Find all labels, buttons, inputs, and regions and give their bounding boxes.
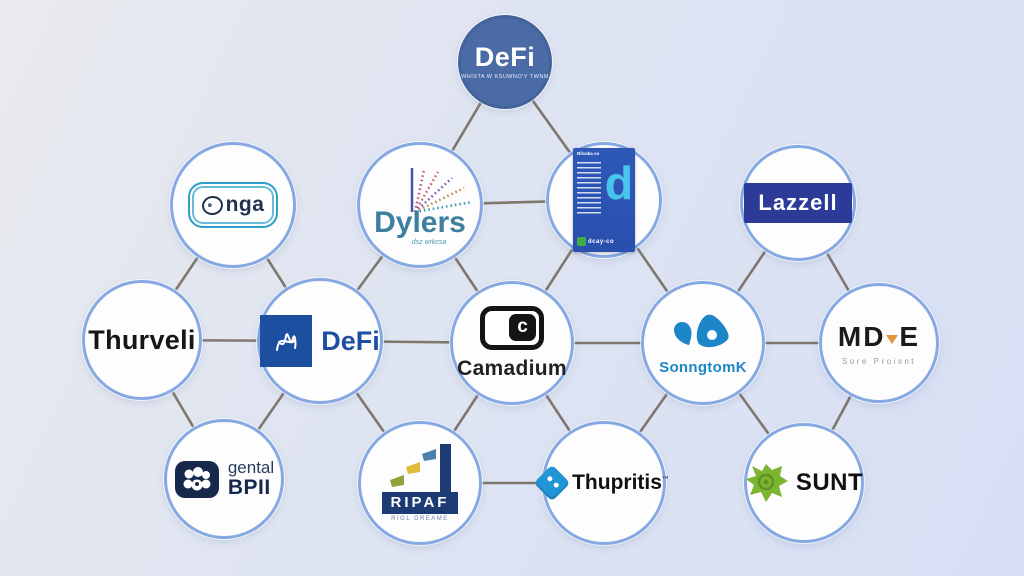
poster-d-letter: d: [604, 157, 633, 209]
defi-logo: DeFi: [260, 315, 380, 367]
node-sunt: SUNT: [744, 423, 864, 543]
poster-footer-text: dcay-co: [588, 238, 615, 245]
trademark-symbol: ™: [661, 476, 669, 483]
sunt-wordmark: SUNT: [795, 469, 864, 496]
thupritis-logo: Thupritis™: [533, 464, 669, 502]
node-thurveli: Thurveli: [82, 280, 202, 400]
node-sonngtomk: SonngtomK: [641, 281, 765, 405]
node-gental-bpii: gental BPII: [164, 419, 284, 539]
green-badge-icon: [577, 237, 586, 246]
onga-wordmark: nga: [225, 193, 265, 216]
thupritis-wordmark: Thupritis™: [572, 471, 669, 494]
ripaf-band: RIPAF: [381, 492, 459, 514]
ripaf-logo: RIPAF RIGL DREAME: [381, 444, 459, 522]
mde-right: E: [899, 320, 921, 352]
ripaf-tagline: RIGL DREAME: [391, 516, 449, 522]
blue-poster-logo: Bilvaka co d dcay-co: [573, 148, 635, 252]
ripaf-steps-icon: [389, 444, 451, 492]
green-splat-icon: [745, 464, 788, 502]
camadium-logo-mark: c: [480, 305, 544, 350]
bpii-logo: gental BPII: [174, 458, 274, 500]
poster-text-lines: [577, 162, 601, 216]
mde-wordmark: MD E: [838, 321, 920, 353]
onga-logo: nga: [187, 182, 279, 228]
defi-square-mark: [260, 315, 313, 367]
hub-tagline: WHISTA W KSUWNO'Y TWNM: [461, 74, 549, 80]
hub-title: DeFi: [474, 42, 536, 72]
scribble-icon: [276, 333, 297, 351]
ripaf-wordmark: RIPAF: [390, 494, 450, 511]
sonngtomk-wordmark: SonngtomK: [659, 358, 747, 376]
node-camadium: c Camadium: [450, 281, 574, 405]
thurveli-wordmark: Thurveli: [88, 324, 196, 355]
lazzell-wordmark: Lazzell: [758, 190, 838, 215]
poster-header-text: Bilvaka co: [577, 151, 600, 156]
node-onga: nga: [170, 142, 296, 268]
lazzell-logo: Lazzell: [744, 183, 852, 223]
node-thupritis: Thupritis™: [533, 421, 669, 545]
camadium-wordmark: Camadium: [457, 356, 567, 380]
dylers-logo: Dylers dsz wrkcsa: [364, 164, 476, 246]
blue-diamond-icon: [533, 464, 571, 502]
node-defi: DeFi: [257, 278, 383, 404]
bpii-wordmark: gental BPII: [228, 459, 274, 499]
node-ripaf: RIPAF RIGL DREAME: [358, 421, 482, 545]
orange-triangle-icon: [886, 335, 899, 344]
blue-blobs-icon: [674, 314, 729, 347]
globe-icon: [200, 193, 225, 217]
node-defi-hub: DeFi WHISTA W KSUWNO'Y TWNM: [458, 15, 552, 109]
sunt-logo: SUNT: [745, 462, 863, 504]
mde-left: MD: [837, 320, 886, 352]
node-d-poster: Bilvaka co d dcay-co: [546, 142, 662, 258]
node-dylers: Dylers dsz wrkcsa: [357, 142, 483, 268]
node-lazzell: Lazzell: [740, 145, 856, 261]
node-mde: MD E Sore Proisnt: [819, 283, 939, 403]
poster-footer: dcay-co: [577, 237, 614, 246]
scatter-fan-icon: [410, 168, 473, 214]
dylers-tagline: dsz wrkcsa: [411, 239, 447, 246]
mde-tagline: Sore Proisnt: [841, 356, 917, 366]
bpii-bottom-text: BPII: [227, 475, 271, 499]
bpii-blob-icon: [174, 461, 219, 498]
defi-wordmark: DeFi: [321, 325, 380, 356]
dylers-wordmark: Dylers: [374, 206, 466, 239]
camadium-c-icon: c: [509, 313, 536, 341]
bpii-top-text: gental: [227, 458, 275, 478]
